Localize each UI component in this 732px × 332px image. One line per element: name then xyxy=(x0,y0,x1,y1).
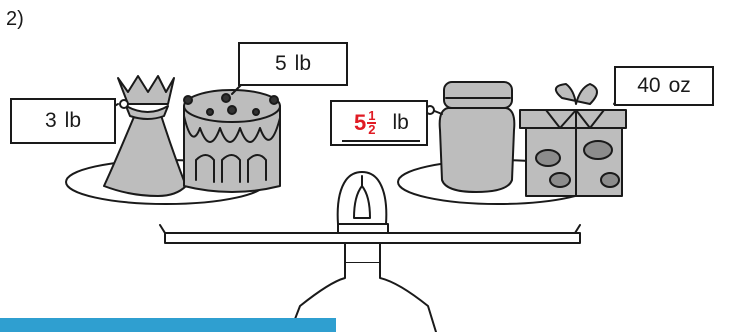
jar-weight-whole: 5 xyxy=(354,110,367,135)
jar-weight-fraction: 1 2 xyxy=(367,108,377,137)
bag-icon xyxy=(95,75,187,197)
jar-weight-tag: 5 1 2 lb xyxy=(330,100,428,146)
bag-weight-tag: 3 lb xyxy=(10,98,116,144)
cake-weight-value: 5 xyxy=(274,52,287,75)
gift-weight-value: 40 xyxy=(637,74,661,97)
jar-weight-denominator: 2 xyxy=(368,122,376,137)
jar-weight-answer: 5 1 2 xyxy=(354,108,377,137)
scale-beam xyxy=(164,232,581,244)
answer-blank-line xyxy=(342,140,420,142)
jar-icon xyxy=(425,81,516,193)
jar-weight-unit: lb xyxy=(392,111,409,134)
jar-weight-numerator: 1 xyxy=(367,108,377,124)
bottom-accent-bar xyxy=(0,318,336,332)
gift-weight-tag: 40 oz xyxy=(614,66,714,106)
question-number: 2) xyxy=(6,8,24,30)
bag-weight-value: 3 xyxy=(44,109,57,132)
gift-weight-unit: oz xyxy=(668,74,691,97)
cake-weight-unit: lb xyxy=(294,52,312,75)
bag-weight-unit: lb xyxy=(64,109,82,132)
cake-weight-tag: 5 lb xyxy=(238,42,348,86)
cake-icon xyxy=(183,75,281,193)
gift-box-icon xyxy=(519,83,627,197)
